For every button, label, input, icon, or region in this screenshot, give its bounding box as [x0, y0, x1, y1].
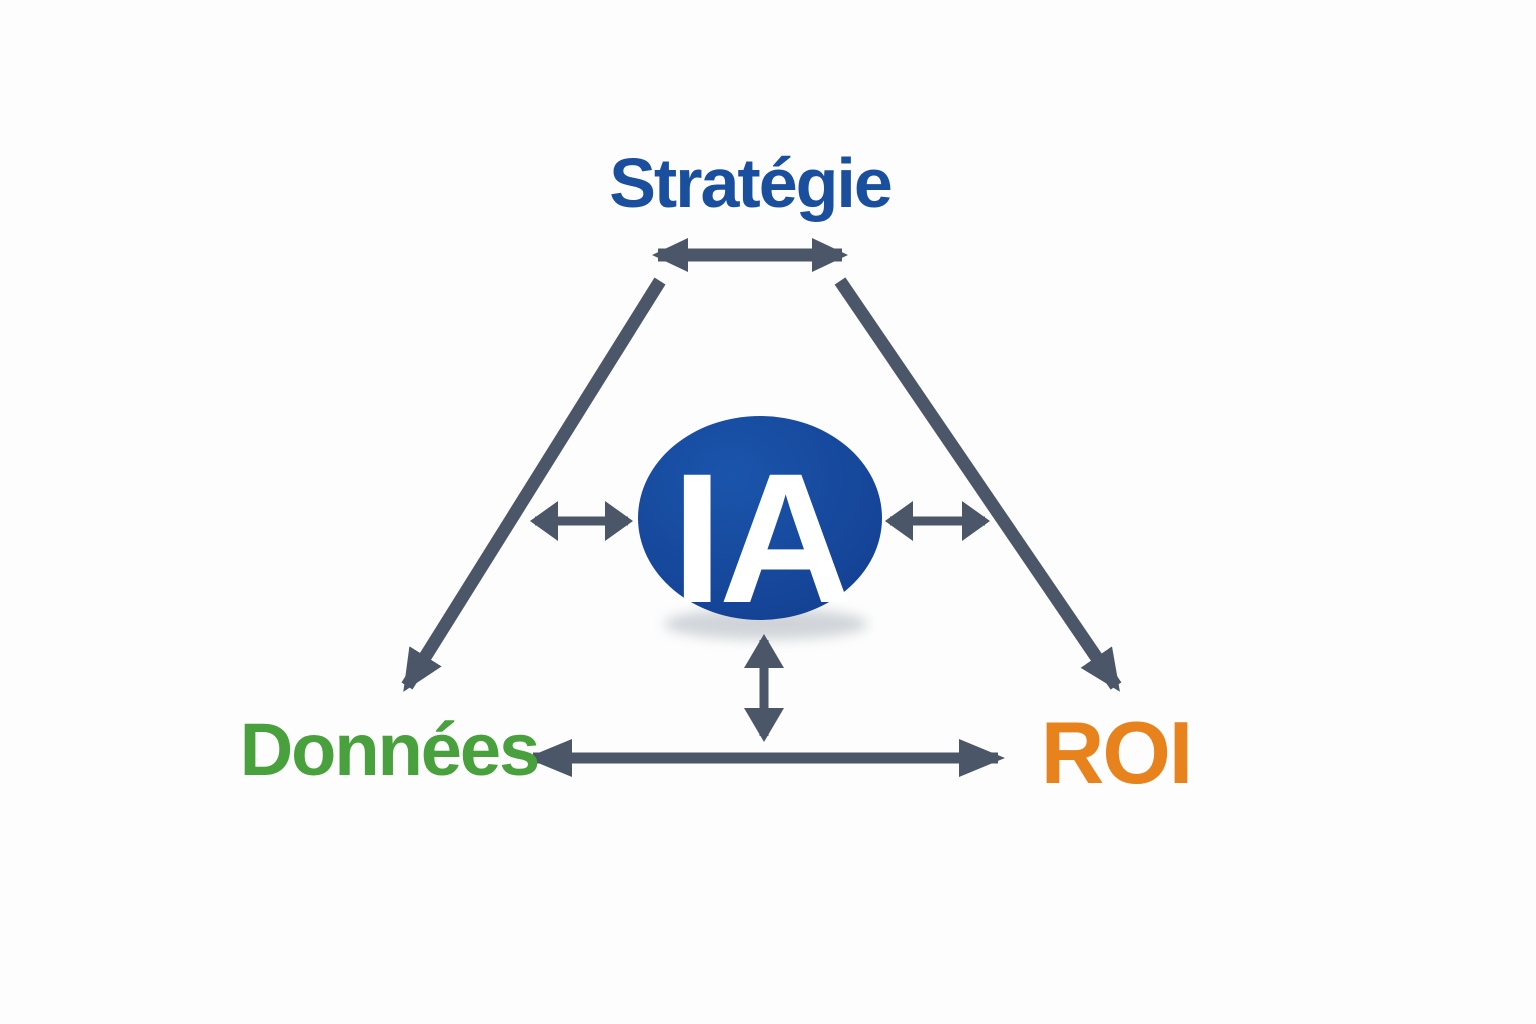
- donnees-label: Données: [240, 708, 539, 791]
- ia-label: IA: [672, 436, 849, 642]
- ia-ellipse: [638, 416, 882, 620]
- strategie-label: Stratégie: [609, 144, 891, 222]
- roi-label: ROI: [1041, 703, 1191, 802]
- ia-ellipse-shadow: [664, 608, 868, 640]
- strategie-to-roi-arrow: [834, 277, 1122, 692]
- strategie-to-donnees-arrow: [401, 277, 666, 692]
